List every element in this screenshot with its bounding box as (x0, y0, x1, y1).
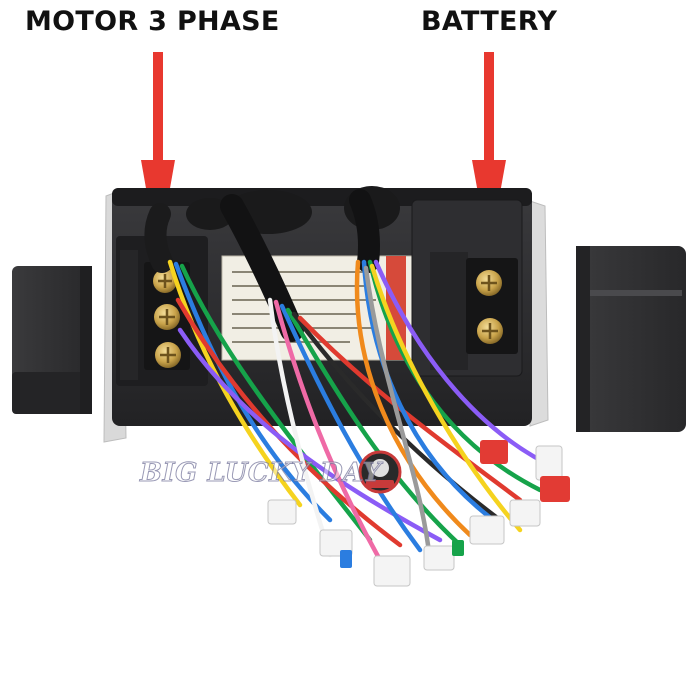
battery-label: BATTERY (421, 6, 558, 37)
left-terminal-cover (12, 266, 92, 414)
watermark-badge (358, 450, 402, 494)
right-terminal-cover (576, 246, 686, 432)
connectors (267, 440, 570, 587)
wire-harness (167, 259, 563, 563)
motor-3-phase-label: MOTOR 3 PHASE (25, 6, 280, 37)
battery-terminals (466, 258, 518, 354)
watermark-text: BIG LUCKY DAY (140, 458, 382, 489)
